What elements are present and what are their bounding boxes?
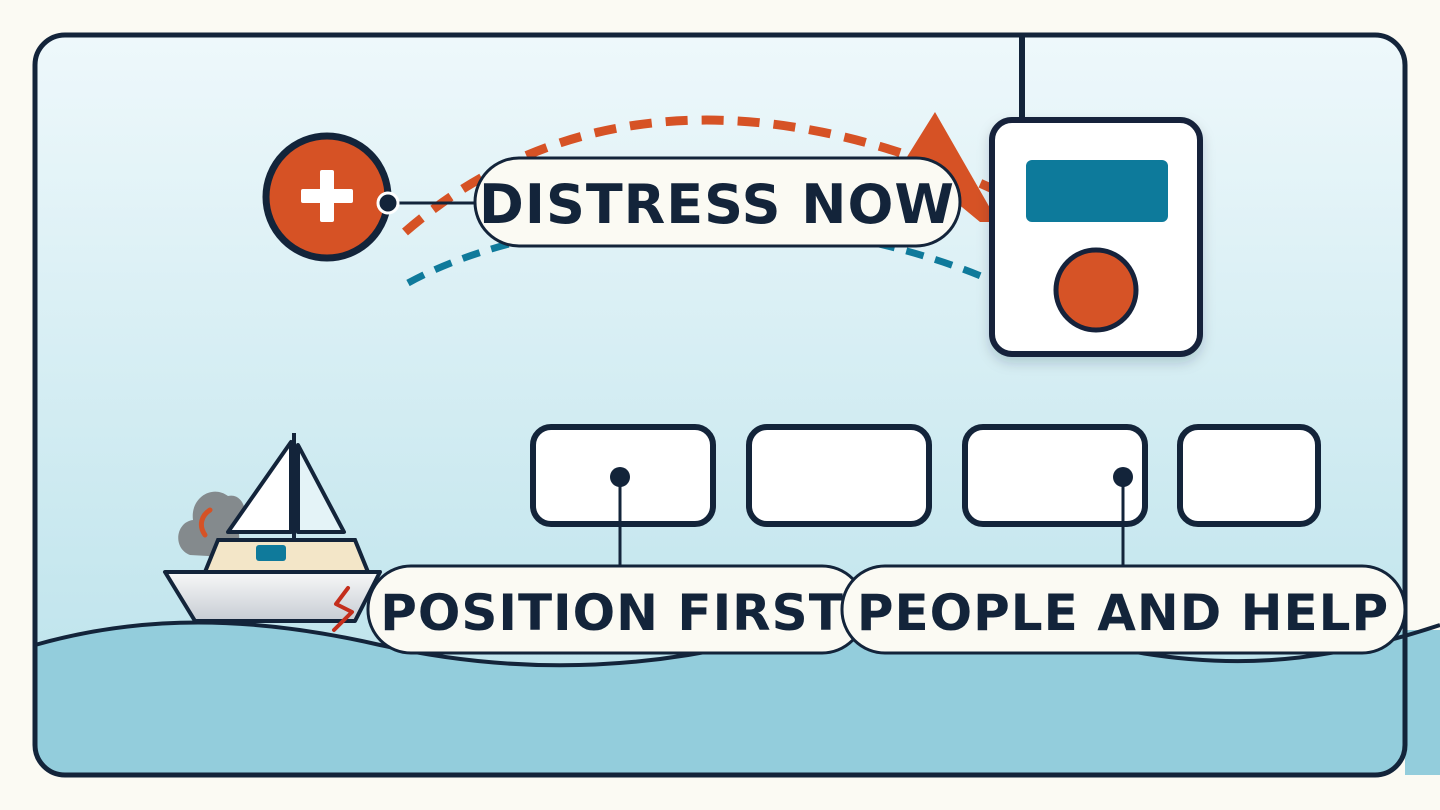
checklist-box-2 <box>746 424 932 527</box>
position-first-label: POSITION FIRST <box>366 564 867 655</box>
panel-frame <box>32 32 1408 778</box>
sailboat-icon <box>163 433 382 632</box>
distress-now-label: DISTRESS NOW <box>473 156 962 248</box>
alert-circle <box>262 132 392 262</box>
sea <box>35 622 1405 775</box>
checklist-boxes <box>530 424 1321 527</box>
connector-dot-distress <box>376 191 400 215</box>
plus-icon <box>301 170 353 222</box>
checklist-box-3 <box>962 424 1148 527</box>
position-first-text: POSITION FIRST <box>380 584 844 642</box>
radio-beacon-icon <box>989 117 1203 357</box>
people-and-help-text: PEOPLE AND HELP <box>857 584 1389 642</box>
radio-distress-button[interactable] <box>1053 247 1139 333</box>
radio-display <box>1026 160 1168 222</box>
warning-triangle <box>905 112 998 222</box>
people-and-help-label: PEOPLE AND HELP <box>840 564 1407 655</box>
hull-damage-icon <box>332 586 354 632</box>
sea-overflow <box>1405 630 1440 775</box>
distress-now-text: DISTRESS NOW <box>479 173 955 236</box>
checklist-box-4 <box>1177 424 1321 527</box>
signal-arc-teal <box>406 219 997 287</box>
